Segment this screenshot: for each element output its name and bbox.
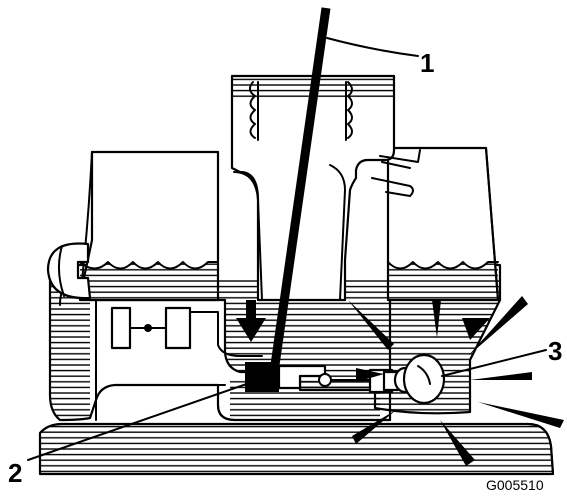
down-arrow-icon [236,300,266,342]
primer-bulb [382,353,446,405]
leader-lines [27,37,547,461]
figure-code: G005510 [486,477,544,493]
drain-cap [46,242,92,300]
callout-3: 3 [548,336,562,366]
vent-tube [270,7,331,366]
right-fuel-chamber [386,146,500,302]
needle-valve [110,306,263,357]
callout-1: 1 [420,48,434,78]
spark-burst-icon [348,296,564,466]
central-column [230,74,421,302]
shaft-stop-block [245,362,394,394]
base-plate [38,422,555,476]
callout-2: 2 [8,458,22,488]
left-fuel-chamber [78,150,220,302]
